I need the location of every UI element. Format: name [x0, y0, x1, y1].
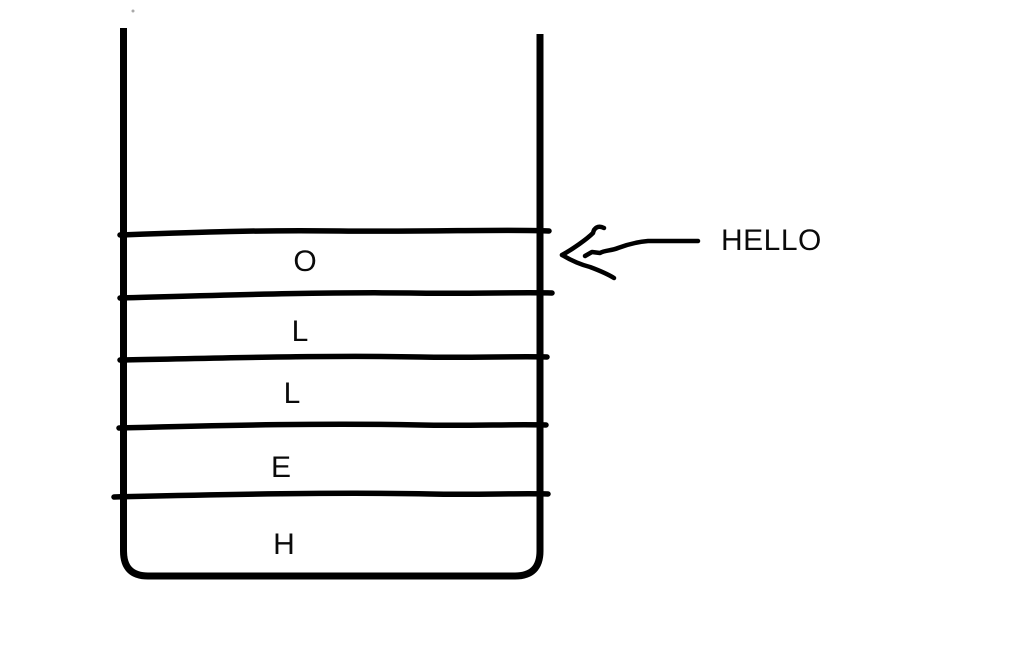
arrow-head-upper [559, 224, 607, 258]
stray-dot [131, 9, 135, 13]
stack-divider-line-3 [117, 353, 550, 363]
stack-item-letter-top: O [293, 245, 317, 278]
stack-divider-line-4 [116, 421, 549, 431]
left-arrow-icon [559, 224, 701, 281]
stack-item-letter: L [291, 315, 309, 348]
arrow-head-lower [559, 252, 617, 281]
stack-divider-line-2 [117, 289, 555, 301]
annotation-label: HELLO [721, 224, 822, 257]
stack-divider-line-1 [117, 227, 552, 238]
stack-divider-line-5 [111, 490, 551, 500]
stack-item-letter: L [283, 377, 301, 410]
arrow-shaft [582, 238, 701, 259]
container-outline [120, 28, 544, 580]
stack-item-letter: E [270, 451, 292, 484]
stack-item-letter-bottom: H [273, 528, 295, 561]
